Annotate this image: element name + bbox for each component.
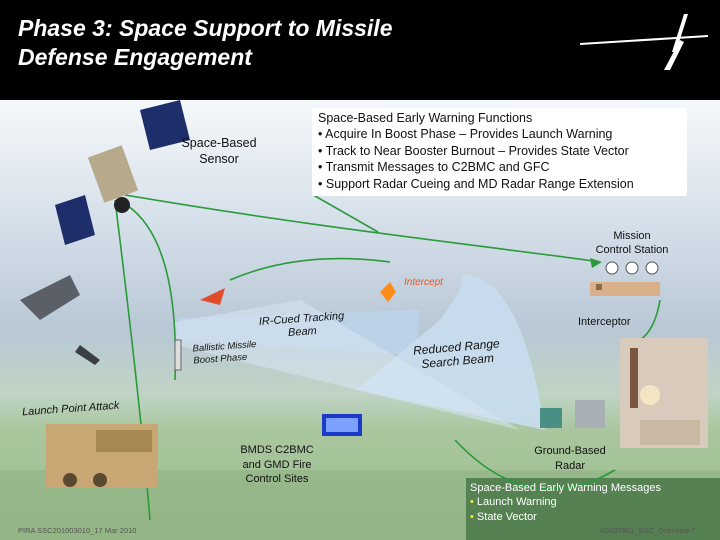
search-beam-mid <box>175 300 520 430</box>
bmds-c2bmc-label: BMDS C2BMC and GMD Fire Control Sites <box>234 443 320 487</box>
lockheed-star-logo-icon <box>580 14 709 70</box>
label-line: BMDS C2BMC <box>240 444 314 456</box>
early-warning-functions-title: Space-Based Early Warning Functions <box>318 111 533 125</box>
early-warning-messages-list: Launch Warning State Vector <box>470 495 688 524</box>
footer-left: PIRA SSC201003010_17 Mar 2010 <box>18 526 137 535</box>
intercept-label: Intercept <box>404 277 443 288</box>
label-line: Mission <box>613 230 651 242</box>
space-based-sensor-label: Space-Based Sensor <box>176 135 262 167</box>
label-line: Radar <box>555 459 585 472</box>
header-bar: Phase 3: Space Support to Missile Defens… <box>0 0 720 100</box>
ballistic-missile-label: Ballistic Missile Boost Phase <box>192 339 265 368</box>
label-line: Ground-Based <box>534 445 606 457</box>
early-warning-messages-title: Space-Based Early Warning Messages <box>470 482 661 494</box>
control-station <box>590 261 660 296</box>
ground-based-radar-label: Ground-Based Radar <box>526 444 614 473</box>
list-item: Track to Near Booster Burnout – Provides… <box>318 143 634 160</box>
comm-links <box>114 189 661 521</box>
interceptor-label: Interceptor <box>578 316 631 328</box>
footer-right: K0037961_SSC_Overview 7 <box>600 526 696 535</box>
list-item: State Vector <box>470 510 688 525</box>
list-item: Acquire In Boost Phase – Provides Launch… <box>318 126 634 143</box>
mission-control-station-label: Mission Control Station <box>586 229 678 257</box>
label-line: Control Station <box>595 244 669 256</box>
list-item: Launch Warning <box>470 495 688 510</box>
label-line: and GMD Fire <box>242 458 312 471</box>
page-title: Phase 3: Space Support to Missile Defens… <box>18 14 393 72</box>
title-line-1: Phase 3: Space Support to Missile <box>18 15 393 41</box>
satellite-graphic <box>55 100 190 245</box>
label-line: Sensor <box>199 152 239 166</box>
fighter-jet <box>20 275 80 320</box>
label-line: Space-Based <box>181 136 257 150</box>
list-item: Support Radar Cueing and MD Radar Range … <box>318 176 634 193</box>
label-line: Control Sites <box>245 473 309 485</box>
early-warning-functions-list: Acquire In Boost Phase – Provides Launch… <box>318 126 634 192</box>
early-warning-messages-box: Space-Based Early Warning Messages Launc… <box>470 481 688 524</box>
list-item: Transmit Messages to C2BMC and GFC <box>318 159 634 176</box>
title-line-2: Defense Engagement <box>18 44 252 70</box>
